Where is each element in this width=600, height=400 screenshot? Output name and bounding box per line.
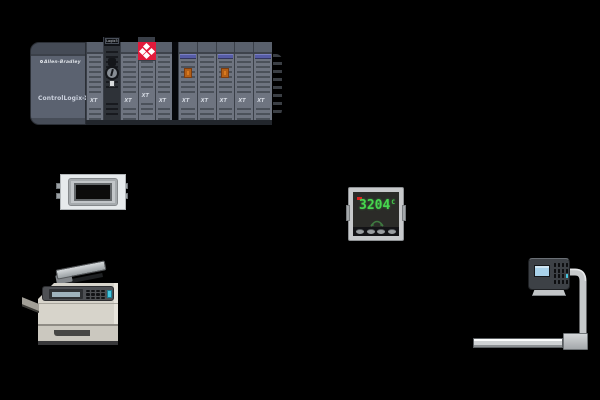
temperature-value: 3204 xyxy=(359,198,391,213)
controller-button xyxy=(366,229,375,234)
plc-rack-divider xyxy=(172,42,178,125)
plc-rack[interactable]: Allen-Bradley ControlLogix-XT™ XT Logix5… xyxy=(30,37,282,125)
module-stripe xyxy=(180,54,196,59)
plc-module-xt-label: XT xyxy=(158,98,167,104)
paper-tray-handle xyxy=(54,330,90,336)
plc-rack-base xyxy=(86,120,272,125)
printer-keypad xyxy=(86,289,105,300)
plc-module-xt-label: XT xyxy=(219,98,227,104)
plc-module-xt-label: XT xyxy=(182,98,190,104)
indicator-keypad xyxy=(554,263,568,284)
panel-meter[interactable] xyxy=(56,170,128,214)
printer-seam xyxy=(38,303,118,304)
printer-start-button xyxy=(107,290,112,298)
temperature-unit: C xyxy=(391,199,395,206)
printer-base xyxy=(38,341,118,345)
plc-module: XT xyxy=(196,42,216,125)
plc-module: XT xyxy=(120,42,138,125)
alarm-led-icon xyxy=(357,197,362,200)
temperature-display: 3204C xyxy=(357,199,397,212)
plc-module-xt-label: XT xyxy=(200,98,209,104)
plc-brand-label: Allen-Bradley xyxy=(40,60,81,65)
plc-io-module: XT xyxy=(253,42,272,125)
indicator-enter-key xyxy=(565,274,568,279)
controller-button xyxy=(387,229,396,234)
printer-screen xyxy=(52,291,80,297)
plc-module-xt-label: XT xyxy=(124,98,132,104)
meter-screen xyxy=(74,183,112,201)
plc-model-label: ControlLogix-XT™ xyxy=(38,95,100,102)
paper-tray xyxy=(38,324,118,341)
controller-button xyxy=(356,229,365,234)
plc-module-group-right: XT XT XT XT XT xyxy=(178,42,272,125)
plc-module: XT xyxy=(234,42,254,125)
controller-panel-clip xyxy=(346,205,350,221)
plc-processor-label: Logix5561 xyxy=(105,38,120,44)
plc-io-module: XT xyxy=(215,42,235,125)
floor-scale[interactable] xyxy=(470,253,592,352)
plc-module-xt-label: XT xyxy=(90,98,98,104)
printer-control-panel xyxy=(42,286,114,301)
scale-platform xyxy=(473,338,563,348)
plc-processor-module: Logix5561 xyxy=(103,37,121,125)
controller-button-row xyxy=(353,227,399,236)
indicator-bracket xyxy=(532,289,566,296)
plc-io-module: XT xyxy=(178,42,197,125)
plc-chassis-endcap: Allen-Bradley ControlLogix-XT™ xyxy=(30,42,99,125)
controller-face: 3204C xyxy=(353,192,399,236)
module-led-icon xyxy=(221,68,230,78)
output-tray xyxy=(22,297,39,313)
module-led-icon xyxy=(183,68,192,78)
plc-network-module: XT xyxy=(137,37,156,125)
plc-module: XT xyxy=(154,42,173,125)
plc-module: XT xyxy=(86,42,104,125)
scale-junction-box xyxy=(563,333,588,350)
key-switch-icon xyxy=(104,37,120,125)
controller-panel-clip xyxy=(402,205,406,221)
printer-side-strip xyxy=(114,283,118,344)
module-stripe xyxy=(255,54,271,59)
plc-module-group-left: XT Logix5561 XT XT XT xyxy=(86,37,173,125)
scale-pole xyxy=(570,268,587,338)
indicator-display xyxy=(534,265,550,277)
weighing-indicator xyxy=(528,258,570,290)
controller-button xyxy=(377,229,386,234)
printer-display xyxy=(49,289,83,299)
plc-brand-text: Allen-Bradley xyxy=(44,60,81,65)
module-stripe xyxy=(217,54,234,59)
multifunction-printer[interactable] xyxy=(20,256,122,348)
temperature-controller[interactable]: 3204C xyxy=(346,187,406,241)
loop-scroll-icon xyxy=(370,220,384,227)
allen-bradley-logo-icon xyxy=(40,60,43,63)
plc-module-xt-label: XT xyxy=(257,98,265,104)
plc-module-xt-label: XT xyxy=(141,93,149,99)
rack-shadow xyxy=(273,54,282,116)
plc-module-xt-label: XT xyxy=(238,98,246,104)
red-diamond-logo-icon xyxy=(137,42,156,60)
